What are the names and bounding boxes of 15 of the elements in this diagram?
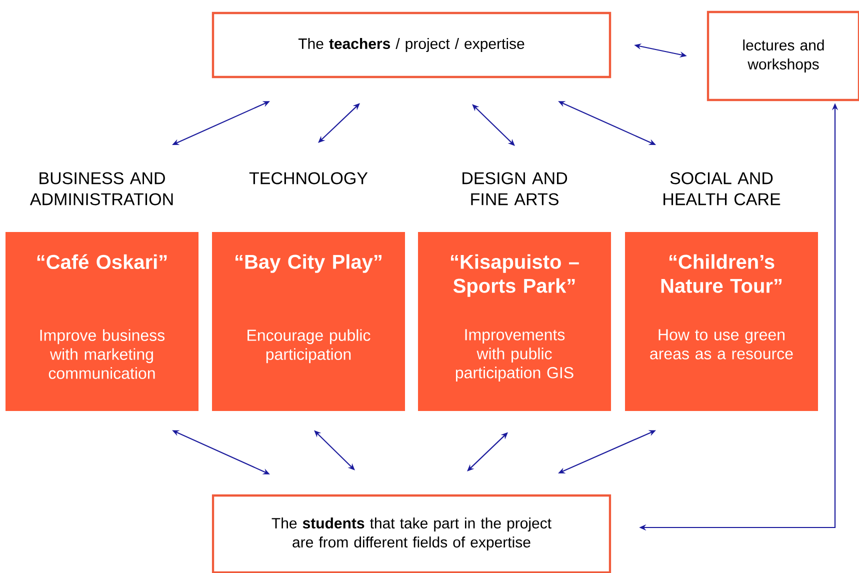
field-heading: TECHNOLOGY	[249, 172, 368, 184]
field-heading: SOCIAL AND HEALTH CARE	[664, 172, 780, 206]
node-label: “Café Oskari”	[37, 254, 167, 270]
project-box: “Bay City Play” Encourage public participation	[212, 232, 405, 411]
node-label: Improve business with marketing communication	[40, 329, 165, 379]
project-box: “Kisapuisto – Sports Park” Improvements with public participation GIS	[418, 232, 611, 411]
node-label: Encourage public participation	[248, 329, 370, 364]
text-box: The students that take part in the project are from different fields of expertise	[212, 494, 612, 573]
field-heading: BUSINESS AND ADMINISTRATION	[30, 172, 173, 206]
text-box: lectures and workshops	[706, 10, 859, 102]
field-heading: DESIGN AND FINE ARTS	[462, 172, 568, 206]
node-label: “Bay City Play”	[236, 254, 382, 273]
text-box: The teachers / project / expertise	[212, 12, 612, 78]
project-box: “Café Oskari” Improve business with marketing communication	[6, 232, 198, 411]
project-box: “Children’s Nature Tour” How to use green areas as a resource	[625, 232, 818, 411]
